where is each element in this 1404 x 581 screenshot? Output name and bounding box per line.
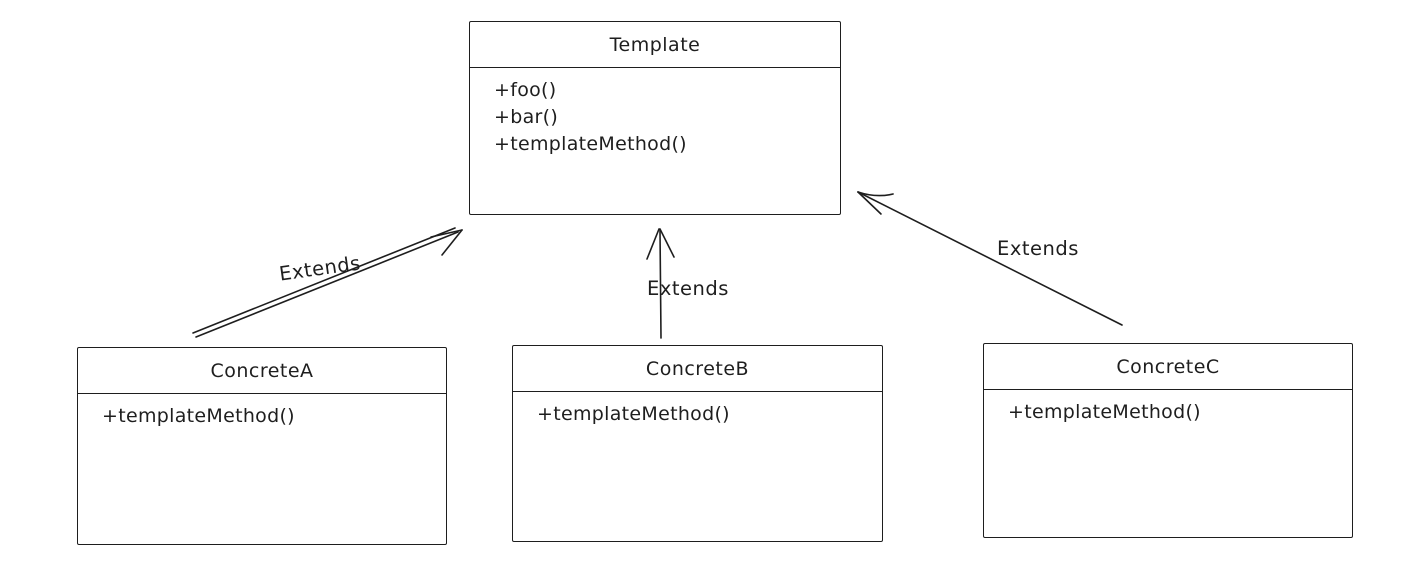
class-box-template[interactable]: Template +foo() +bar() +templateMethod()	[469, 21, 841, 215]
class-box-concrete-b[interactable]: ConcreteB +templateMethod()	[512, 345, 883, 542]
class-name: ConcreteC	[984, 344, 1352, 390]
class-methods: +foo() +bar() +templateMethod()	[470, 68, 840, 158]
method: +templateMethod()	[494, 133, 687, 155]
extends-label: Extends	[647, 277, 729, 300]
method: +templateMethod()	[1008, 401, 1201, 423]
class-box-concrete-a[interactable]: ConcreteA +templateMethod()	[77, 347, 447, 545]
class-name: ConcreteB	[513, 346, 882, 392]
extends-label: Extends	[277, 251, 363, 286]
method: +bar()	[494, 106, 559, 128]
class-methods: +templateMethod()	[513, 392, 882, 428]
class-name: ConcreteA	[78, 348, 446, 394]
class-methods: +templateMethod()	[78, 394, 446, 430]
class-name: Template	[470, 22, 840, 68]
method: +templateMethod()	[537, 403, 730, 425]
extends-label: Extends	[997, 237, 1079, 260]
extends-arrow-concrete-a	[192, 227, 463, 338]
method: +foo()	[494, 79, 557, 101]
extends-arrow-concrete-c	[857, 191, 1123, 326]
method: +templateMethod()	[102, 405, 295, 427]
class-box-concrete-c[interactable]: ConcreteC +templateMethod()	[983, 343, 1353, 538]
class-methods: +templateMethod()	[984, 390, 1352, 426]
